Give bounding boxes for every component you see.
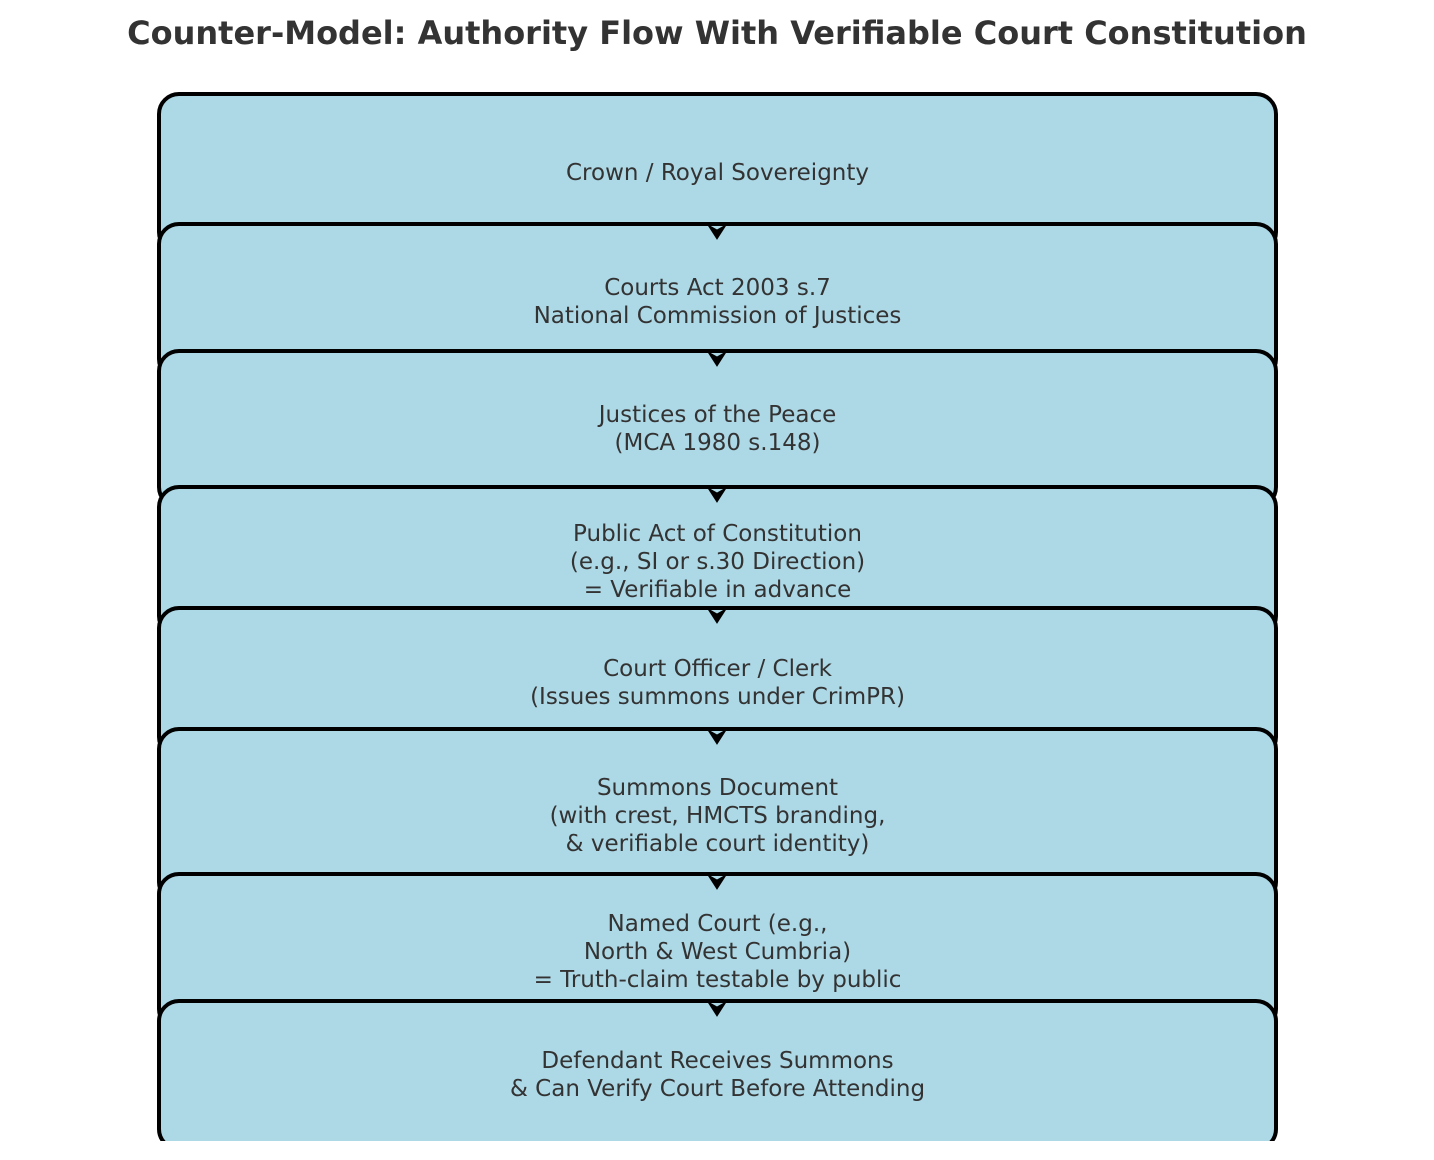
arrow-down-icon — [707, 875, 727, 890]
box-text-line: & verifiable court identity) — [565, 830, 870, 857]
arrow-down-icon — [707, 609, 727, 624]
box-text-line: Justices of the Peace — [598, 402, 837, 428]
arrow-down-icon — [707, 352, 727, 367]
box-text-line: Crown / Royal Sovereignty — [566, 160, 869, 186]
box-text-line: Public Act of Constitution — [573, 520, 862, 547]
page-title: Counter-Model: Authority Flow With Verif… — [127, 14, 1307, 52]
box-text-line: Named Court (e.g., — [607, 910, 828, 937]
box-text-line: & Can Verify Court Before Attending — [509, 1076, 926, 1102]
box-text-line: (with crest, HMCTS branding, — [549, 802, 886, 829]
box-text-line: = Verifiable in advance — [583, 576, 852, 603]
box-text-line: (Issues summons under CrimPR) — [530, 683, 905, 710]
arrow-down-icon — [707, 488, 727, 503]
box-text-line: Court Officer / Clerk — [603, 655, 832, 682]
arrow-down-icon — [707, 225, 727, 240]
box-text-line: North & West Cumbria) — [583, 938, 852, 965]
box-text-line: (e.g., SI or s.30 Direction) — [569, 548, 866, 575]
flow-box-defendant: Defendant Receives Summons& Can Verify C… — [157, 999, 1278, 1141]
box-text-line: National Commission of Justices — [533, 302, 902, 329]
box-text-line: Courts Act 2003 s.7 — [604, 274, 831, 301]
box-text-line: Summons Document — [596, 774, 839, 801]
box-text-line: Defendant Receives Summons — [541, 1048, 894, 1074]
box-text-line: (MCA 1980 s.148) — [614, 430, 821, 456]
arrow-down-icon — [707, 730, 727, 745]
arrow-down-icon — [707, 1002, 727, 1017]
box-text-line: = Truth-claim testable by public — [533, 966, 902, 993]
